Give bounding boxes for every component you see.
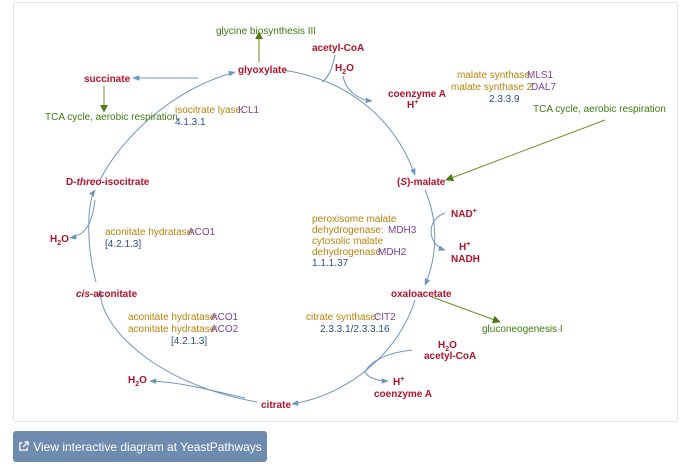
enzyme-aconitate-hydratase-top-label: aconitate hydratase: bbox=[105, 227, 195, 238]
gene-mls1[interactable]: MLS1 bbox=[527, 70, 554, 81]
edge-tca-to-malate bbox=[445, 119, 606, 182]
ec-aconitate-bottom[interactable]: [4.2.1.3] bbox=[171, 336, 207, 347]
metabolite-acetyl-coa-bottom[interactable]: acetyl-CoA bbox=[424, 351, 476, 362]
metabolite-coenzyme-a-bottom[interactable]: coenzyme A bbox=[374, 389, 432, 400]
edge-acetylcoa-bottom bbox=[364, 349, 413, 384]
diagram-frame bbox=[13, 2, 678, 422]
gene-cit2[interactable]: CIT2 bbox=[374, 312, 396, 323]
ec-isocitrate-lyase[interactable]: 4.1.3.1 bbox=[175, 117, 206, 128]
metabolite-h2o-top[interactable]: H2O bbox=[335, 63, 354, 76]
enzyme-cytosolic-mdh-label-1: cytosolic malate bbox=[312, 236, 384, 247]
metabolite-h-plus-bottom[interactable]: H+ bbox=[393, 376, 404, 388]
gene-dal7[interactable]: DAL7 bbox=[531, 82, 556, 93]
metabolite-coenzyme-a-top[interactable]: coenzyme A bbox=[388, 89, 446, 100]
enzyme-malate-synthase-2-label: malate synthase 2: bbox=[451, 82, 535, 93]
enzyme-peroxisome-mdh-label-1: peroxisome malate bbox=[312, 214, 397, 225]
metabolite-succinate[interactable]: succinate bbox=[84, 74, 131, 85]
edge-isocitrate-to-glyoxylate bbox=[99, 70, 236, 181]
edge-aconitate-h2o bbox=[149, 378, 246, 399]
edge-malate-to-oxaloacetate bbox=[424, 189, 436, 286]
edge-h2o-top bbox=[342, 75, 373, 104]
metabolite-s-malate[interactable]: (S)-malate bbox=[397, 177, 446, 188]
pathway-gluconeogenesis[interactable]: gluconeogenesis I bbox=[482, 324, 563, 335]
metabolite-citrate[interactable]: citrate bbox=[261, 400, 291, 411]
metabolite-h2o-bottom-right[interactable]: H2O bbox=[438, 340, 457, 353]
edge-citrate-to-isocitrate bbox=[97, 289, 258, 403]
gene-aco2[interactable]: ACO2 bbox=[211, 324, 239, 335]
metabolite-oxaloacetate[interactable]: oxaloacetate bbox=[391, 289, 452, 300]
gene-aco1-top[interactable]: ACO1 bbox=[188, 227, 216, 238]
enzyme-aconitate-hydratase-bottom-label-1: aconitate hydratase: bbox=[128, 312, 218, 323]
ec-malate-synthase[interactable]: 2.3.3.9 bbox=[489, 94, 520, 105]
gene-aco1-bottom[interactable]: ACO1 bbox=[211, 312, 239, 323]
enzyme-citrate-synthase-label: citrate synthase: bbox=[306, 312, 379, 323]
pathway-glycine-biosynthesis[interactable]: glycine biosynthesis III bbox=[216, 26, 316, 37]
gene-mdh3[interactable]: MDH3 bbox=[388, 225, 417, 236]
edge-glyoxylate-to-malate bbox=[282, 69, 416, 176]
metabolite-h-plus-right[interactable]: H+ bbox=[459, 241, 470, 253]
metabolite-h-plus-top[interactable]: H+ bbox=[407, 99, 418, 111]
external-link-icon bbox=[18, 441, 29, 452]
enzyme-aconitate-hydratase-bottom-label-2: aconitate hydratase: bbox=[128, 324, 218, 335]
enzyme-peroxisome-mdh-label-2: dehydrogenase: bbox=[312, 225, 384, 236]
gene-icl1[interactable]: ICL1 bbox=[238, 105, 260, 116]
metabolite-nadh[interactable]: NADH bbox=[451, 254, 480, 265]
metabolite-nad-plus[interactable]: NAD+ bbox=[451, 208, 477, 220]
ec-malate-dh[interactable]: 1.1.1.37 bbox=[312, 258, 349, 269]
metabolite-d-threo-isocitrate[interactable]: D-threo-isocitrate bbox=[66, 177, 150, 188]
metabolite-cis-aconitate[interactable]: cis-aconitate bbox=[76, 289, 138, 300]
ec-citrate-synthase[interactable]: 2.3.3.1/2.3.3.16 bbox=[320, 324, 390, 335]
enzyme-isocitrate-lyase-label: isocitrate lyase: bbox=[175, 105, 244, 116]
metabolite-h2o-bottom-left[interactable]: H2O bbox=[128, 375, 147, 388]
pathway-tca-left[interactable]: TCA cycle, aerobic respiration bbox=[45, 112, 178, 123]
metabolite-glyoxylate[interactable]: glyoxylate bbox=[238, 65, 287, 76]
enzyme-cytosolic-mdh-label-2: dehydrogenase: bbox=[312, 247, 384, 258]
metabolite-acetyl-coa-top[interactable]: acetyl-CoA bbox=[312, 43, 364, 54]
pathway-tca-right[interactable]: TCA cycle, aerobic respiration bbox=[533, 104, 666, 115]
edge-oxaloacetate-to-gluconeogenesis bbox=[431, 296, 501, 324]
edge-oxaloacetate-to-citrate bbox=[291, 299, 416, 406]
edge-acetylcoa-top bbox=[321, 54, 336, 83]
enzyme-malate-synthase-label: malate synthase: bbox=[457, 70, 533, 81]
view-interactive-diagram-button[interactable]: View interactive diagram at YeastPathway… bbox=[13, 431, 267, 462]
metabolite-h2o-left[interactable]: H2O bbox=[50, 234, 69, 247]
ec-aconitate-top[interactable]: [4.2.1.3] bbox=[105, 239, 141, 250]
view-interactive-diagram-label: View interactive diagram at YeastPathway… bbox=[33, 439, 262, 454]
gene-mdh2[interactable]: MDH2 bbox=[378, 247, 407, 258]
edge-isocitrate-h2o bbox=[69, 199, 96, 240]
edge-nad-loop bbox=[430, 212, 446, 251]
